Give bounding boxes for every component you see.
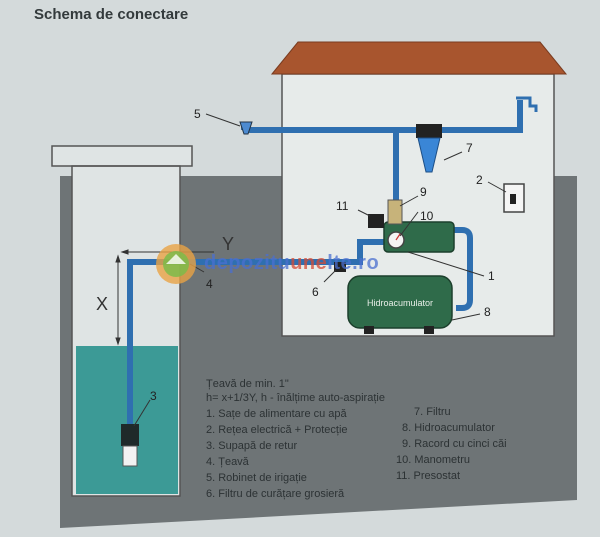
callout-leaders [133,113,507,427]
irrigation-tap [239,121,253,135]
legend-item: 2. Rețea electrică + Protecție [206,424,348,436]
pressure-switch [368,214,384,228]
callout-3: 3 [150,389,157,403]
callout-2: 2 [476,173,483,187]
five-way-connector [387,199,403,225]
callout-4: 4 [206,277,213,291]
callout-10: 10 [420,209,434,223]
legend-item: 8. Hidroacumulator [402,422,495,434]
tank-label: Hidroacumulator [367,298,433,308]
legend-item: 3. Supapă de retur [206,440,298,452]
dimension-x-label: X [96,294,108,314]
coarse-filter [334,262,346,272]
legend-item: 11. Presostat [396,470,460,482]
pump-to-tank-pipe [452,227,473,311]
watermark: depozituunelte.ro [152,242,462,286]
legend-item: 6. Filtru de curățare grosieră [206,488,345,500]
filter-cartridge [417,137,441,173]
legend-item: 9. Racord cu cinci căi [402,438,507,450]
callout-11: 11 [336,199,349,213]
callout-1: 1 [488,269,495,283]
suction-pipe [127,239,384,438]
watermark-logo [156,244,196,284]
hydro-accumulator [347,275,453,329]
legend-item: 4. Țeavă [206,456,249,468]
house-roof [270,41,568,75]
outlet-tap [516,96,538,112]
legend-item: 5. Robinet de irigație [206,472,307,484]
dimension-y-label: Y [222,234,234,254]
callout-7: 7 [466,141,473,155]
watermark-text: depozituunelte.ro [204,252,380,274]
legend-item: 7. Filtru [414,406,451,418]
legend-item: 10. Manometru [396,454,470,466]
spec-line-2: h= x+1/3Y, h - înălțime auto-aspirație [206,392,385,404]
callout-5: 5 [194,107,201,121]
filter-housing [416,124,442,138]
diagram-title: Schema de conectare [34,6,189,23]
check-valve [121,424,139,446]
well-cap [51,145,193,167]
callout-8: 8 [484,305,491,319]
callout-6: 6 [312,285,319,299]
callout-9: 9 [420,185,427,199]
spec-line-1: Țeavă de min. 1" [206,378,289,390]
legend-item: 1. Sațe de alimentare cu apă [206,408,347,420]
